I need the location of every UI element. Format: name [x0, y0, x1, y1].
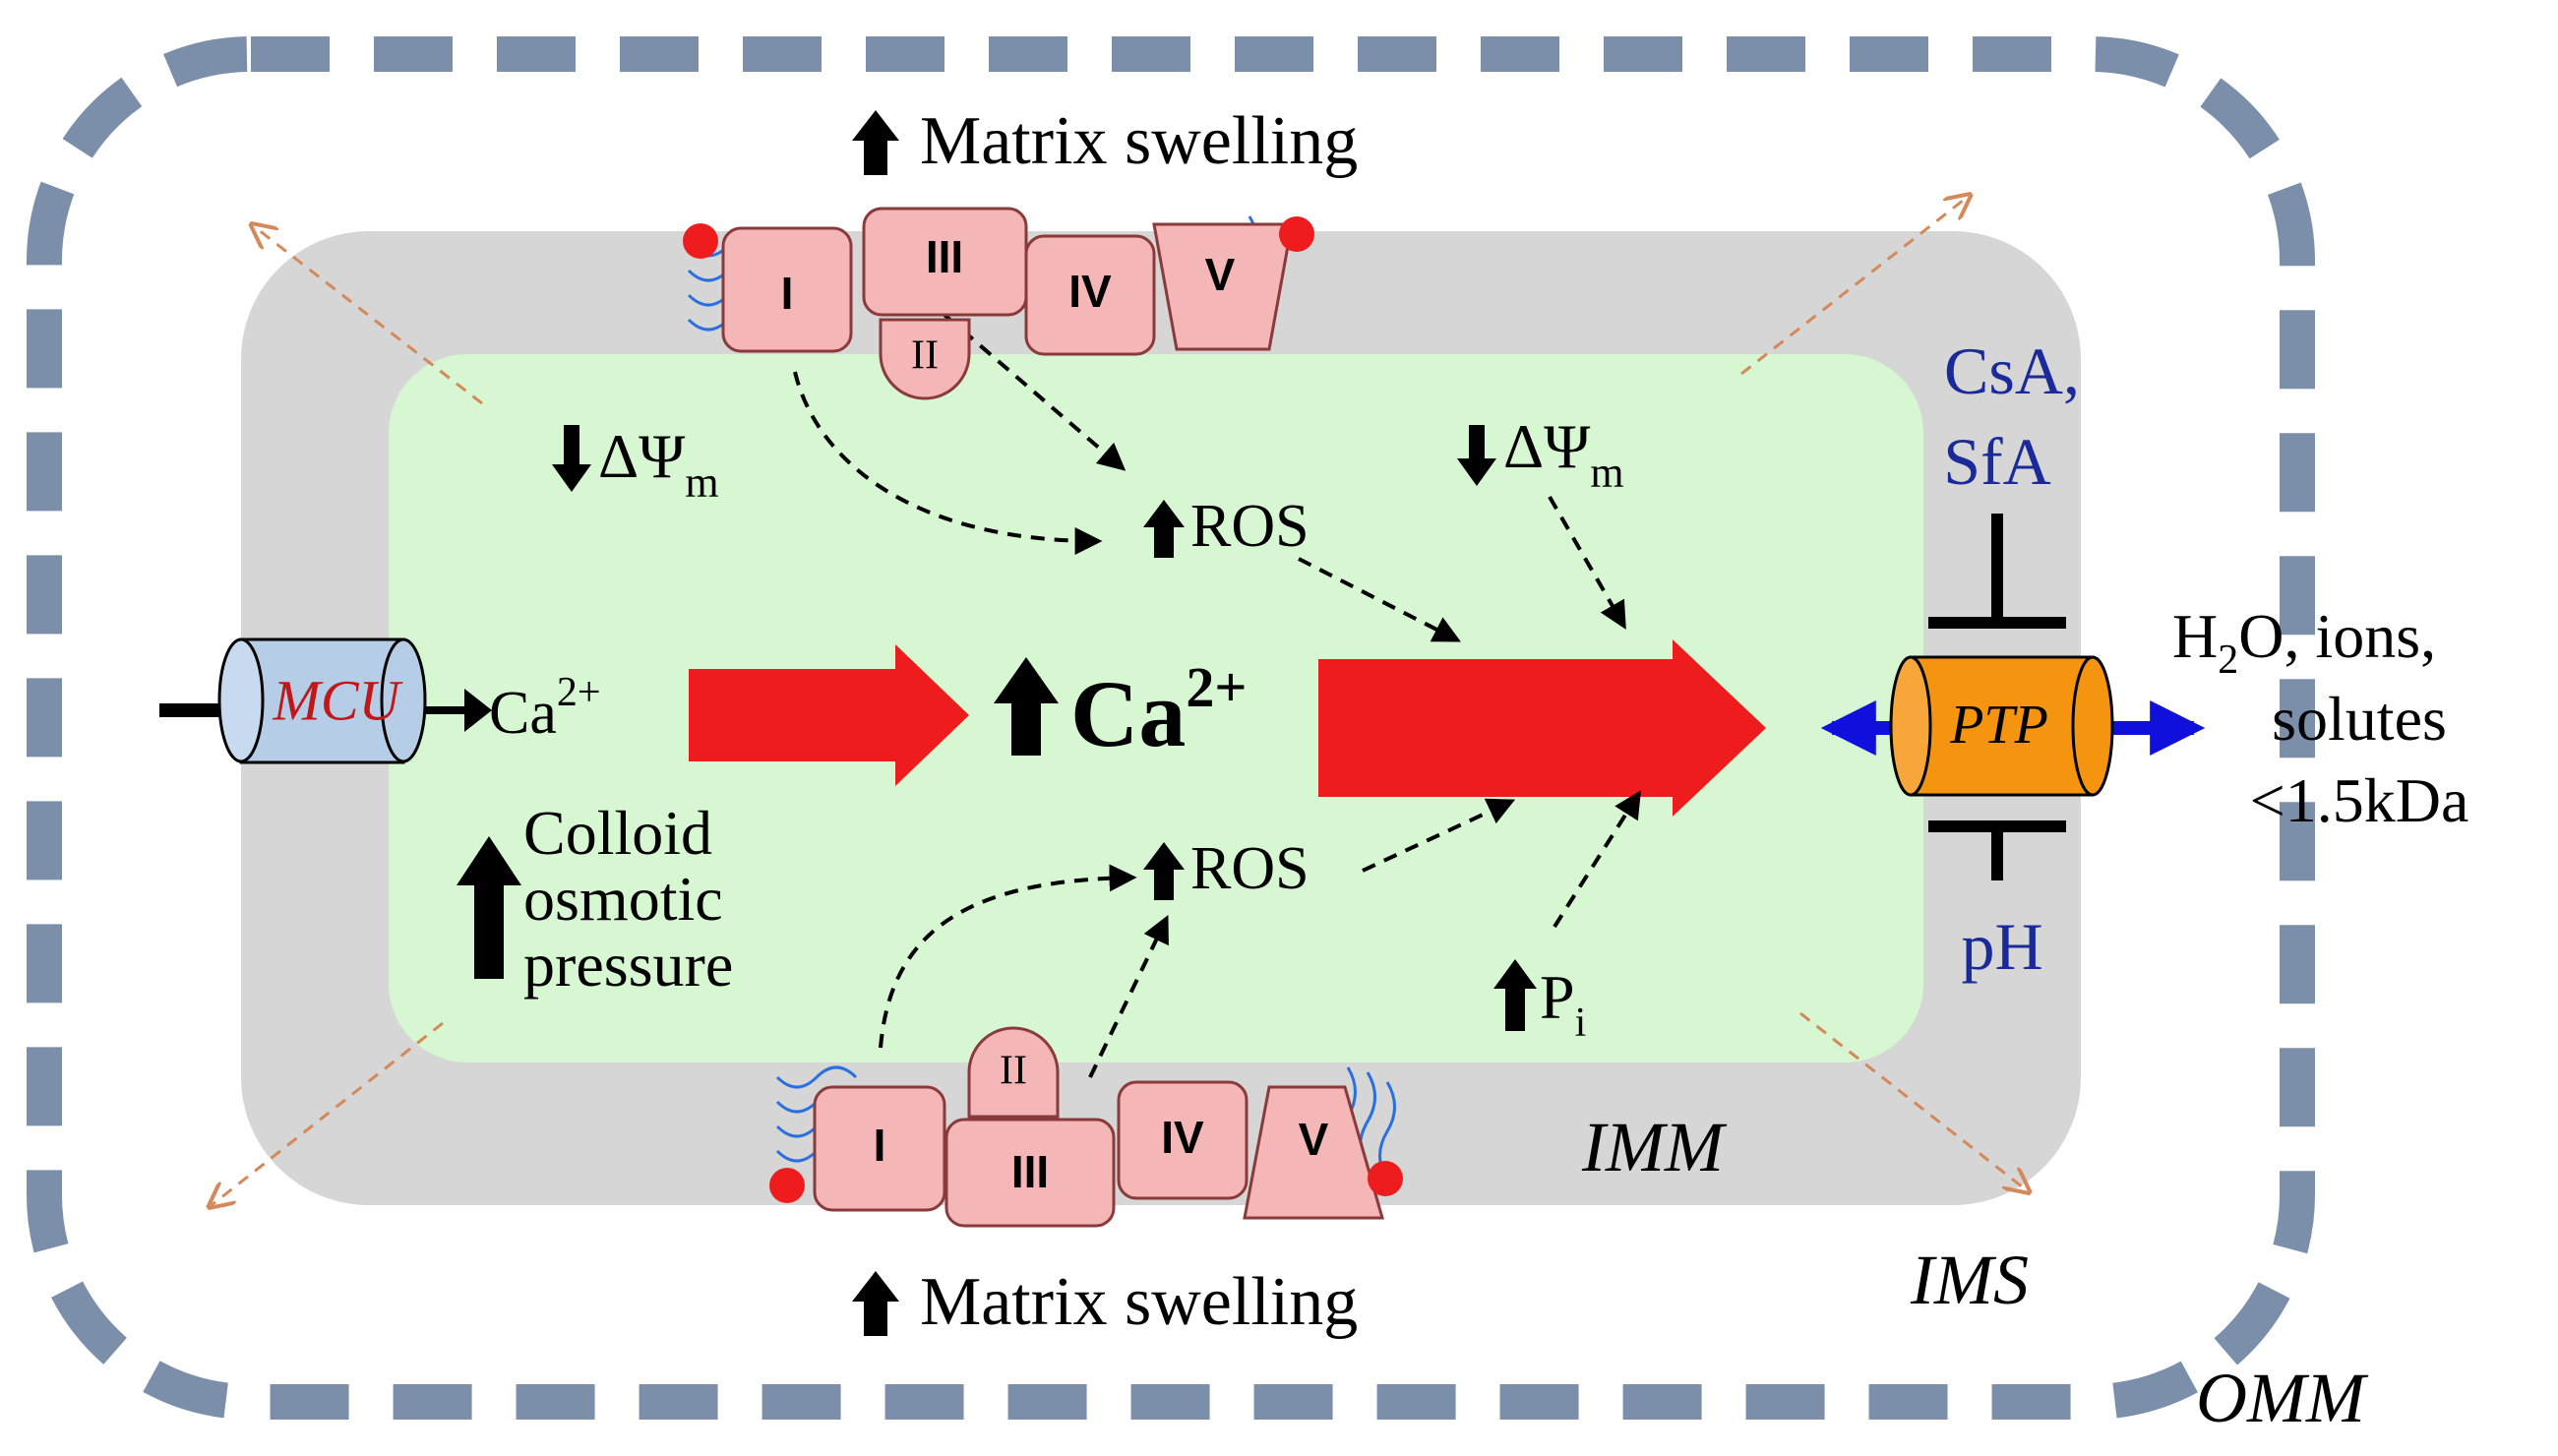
complex-i-top-label: I [781, 268, 794, 319]
complex-i-bottom-label: I [874, 1120, 886, 1171]
up-arrow-bottom [852, 1271, 899, 1336]
matrix-swelling-top: Matrix swelling [920, 103, 1358, 179]
h2o-label: H2O, ions, [2172, 601, 2436, 683]
ptp-label: PTP [1949, 695, 2048, 756]
complex-iv-top [1024, 234, 1156, 356]
top-respiratory-chain: I II III IV V [683, 207, 1314, 400]
ros-bottom-label: ROS [1190, 835, 1309, 902]
imm-label: IMM [1581, 1108, 1728, 1186]
matrix [389, 354, 1923, 1062]
colloid-line2: osmotic [523, 864, 723, 934]
mcu-channel: MCU [159, 637, 492, 764]
matrix-swelling-bottom: Matrix swelling [920, 1264, 1358, 1340]
ptp-channel: PTP [1820, 514, 2206, 880]
complex-iv-top-label: IV [1068, 266, 1112, 317]
down-arrow-right [1457, 425, 1496, 486]
complex-v-top-label: V [1205, 249, 1236, 300]
up-arrow-pi [1493, 959, 1537, 1031]
ph-label: pH [1961, 909, 2042, 984]
swelling-arrows [212, 197, 2027, 1205]
complex-ii-top-label: II [911, 334, 939, 379]
delta-psi-right: ΔΨm [1503, 411, 1624, 497]
up-arrow-colloid [457, 836, 521, 979]
up-arrow-top [852, 110, 899, 175]
up-arrow-ca [994, 657, 1059, 756]
complex-i-top [721, 226, 853, 353]
colloid-line3: pressure [523, 930, 733, 1000]
pi-label: Pi [1540, 962, 1586, 1046]
csa-label: CsA, [1944, 334, 2080, 408]
ims-label: IMS [1910, 1241, 2029, 1319]
mcu-label: MCU [273, 668, 404, 732]
complex-iii-top-label: III [926, 231, 963, 282]
bottom-respiratory-chain: II I III IV V [769, 1026, 1403, 1228]
complex-ii-bottom-label: II [1000, 1049, 1027, 1094]
ros-top-label: ROS [1190, 493, 1309, 560]
ca-arrow-left [689, 644, 969, 786]
complex-iii-bottom [944, 1118, 1116, 1228]
indicator-arrows [457, 110, 1537, 1336]
ca-in-label: Ca2+ [489, 670, 601, 747]
text-labels: Matrix swelling Matrix swelling ΔΨm ΔΨm … [489, 103, 2468, 1437]
complex-iii-bottom-label: III [1011, 1146, 1049, 1197]
complex-iv-bottom-label: IV [1161, 1112, 1204, 1163]
solutes-label: solutes [2272, 684, 2447, 754]
delta-psi-left: ΔΨm [598, 421, 719, 507]
ca-arrow-right [1318, 639, 1766, 817]
dashed-arrows [793, 313, 1641, 1078]
complex-v-bottom-label: V [1299, 1114, 1329, 1165]
sfa-label: SfA [1943, 424, 2051, 499]
colloid-line1: Colloid [523, 798, 712, 868]
down-arrow-left [552, 425, 591, 492]
complex-iv-bottom [1117, 1080, 1249, 1200]
up-arrow-ros-top [1143, 500, 1185, 558]
complex-i-bottom [813, 1085, 946, 1212]
size-label: <1.5kDa [2250, 765, 2469, 835]
omm-label: OMM [2196, 1359, 2369, 1437]
ca-center-label: Ca2+ [1070, 655, 1247, 766]
up-arrow-ros-bottom [1143, 842, 1185, 900]
